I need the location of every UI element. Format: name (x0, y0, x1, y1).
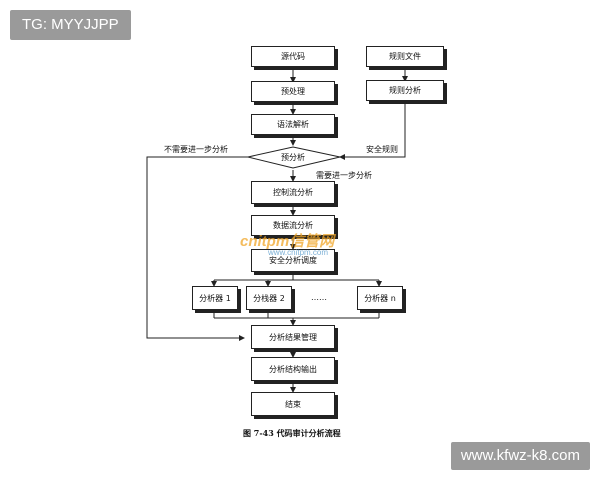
node-control-flow: 控制流分析 (251, 181, 335, 204)
edge-rules-to-preanalysis (339, 101, 406, 160)
edge-label-security-rules: 安全规则 (366, 145, 398, 154)
node-result-management: 分析结果管理 (251, 325, 335, 349)
node-preprocess: 预处理 (251, 81, 335, 102)
node-rule-file: 规则文件 (366, 46, 444, 67)
node-source-code: 源代码 (251, 46, 335, 67)
node-rule-analysis: 规则分析 (366, 80, 444, 101)
watermark-brand: cnitpm信管网 (240, 233, 335, 250)
edge-label-need-further: 需要进一步分析 (316, 171, 372, 180)
analyzer-ellipsis: …… (311, 293, 327, 302)
node-security-schedule: 安全分析调度 (251, 249, 335, 272)
figure-caption: 图 7-43 代码审计分析流程 (243, 428, 341, 438)
decision-label: 预分析 (281, 153, 305, 162)
node-analyzer-2: 分栈器 2 (246, 286, 292, 310)
watermark-url: www.cnitpm.com (268, 248, 329, 257)
node-data-flow: 数据流分析 (251, 215, 335, 236)
node-end: 结束 (251, 392, 335, 416)
edge-label-no-further: 不需要进一步分析 (164, 145, 228, 154)
decision-diamond (247, 146, 341, 169)
node-structure-output: 分析结构输出 (251, 357, 335, 381)
site-url-overlay: www.kfwz-k8.com (450, 442, 590, 470)
node-analyzer-1: 分析器 1 (192, 286, 238, 310)
edge-skip-to-result (146, 156, 248, 341)
node-analyzer-n: 分析器 n (357, 286, 403, 310)
telegram-tag-overlay: TG: MYYJJPP (10, 10, 131, 40)
node-syntax-parse: 语法解析 (251, 114, 335, 135)
